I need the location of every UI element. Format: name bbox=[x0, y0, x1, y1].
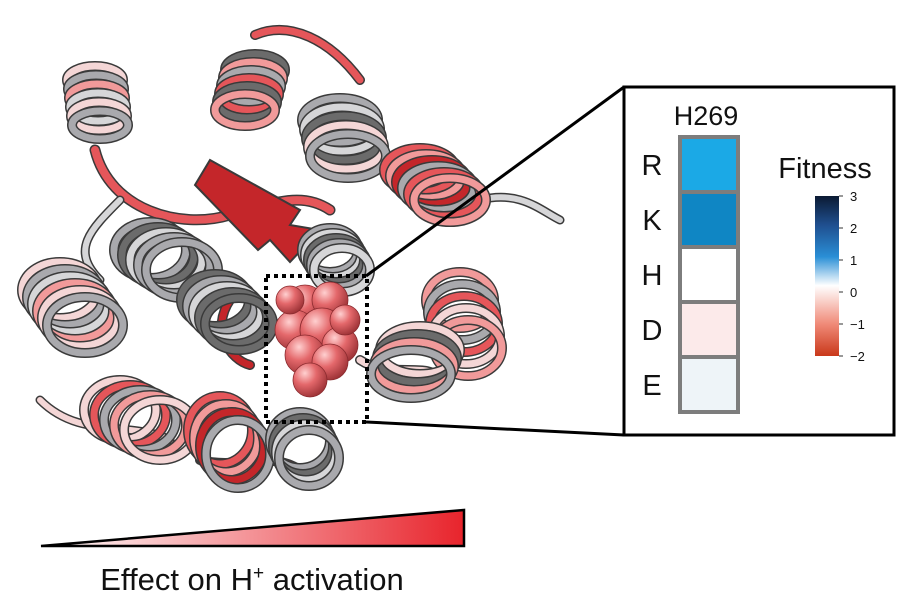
heatmap-cell-h bbox=[678, 245, 740, 304]
amino-acid-label-k: K bbox=[642, 205, 662, 237]
helix-turn bbox=[211, 90, 279, 130]
helix-bottom-left bbox=[79, 375, 201, 465]
colorbar-tick-label: −1 bbox=[850, 317, 865, 332]
colorbar-title: Fitness bbox=[778, 153, 871, 185]
effect-gradient-wedge bbox=[40, 508, 466, 548]
colorbar-tick-label: 3 bbox=[850, 189, 857, 204]
connector-line-top bbox=[365, 85, 625, 278]
helix-bottom-right bbox=[265, 407, 344, 491]
inset-panel bbox=[622, 85, 896, 437]
amino-acid-label-h: H bbox=[642, 260, 663, 292]
effect-label-superscript: + bbox=[253, 563, 264, 584]
helix-left bbox=[17, 257, 128, 358]
effect-label-suffix: activation bbox=[264, 562, 404, 597]
helix-turn bbox=[196, 408, 268, 484]
effect-label: Effect on H+ activation bbox=[100, 562, 403, 597]
helix-turn bbox=[367, 346, 455, 402]
atom-sphere bbox=[292, 362, 328, 398]
helix-center-left bbox=[109, 217, 223, 303]
beta-strand-arrow bbox=[193, 158, 323, 264]
amino-acid-label-e: E bbox=[642, 370, 661, 402]
heatmap-cell-r bbox=[678, 135, 740, 194]
helix-turn bbox=[190, 400, 262, 476]
helix-top-right bbox=[297, 93, 391, 183]
colorbar-tick-label: −2 bbox=[850, 349, 865, 364]
colorbar-tick-label: 2 bbox=[850, 221, 857, 236]
helix-turn bbox=[410, 174, 490, 226]
atom-sphere bbox=[329, 304, 361, 336]
loop-segment bbox=[477, 194, 563, 223]
amino-acid-label-d: D bbox=[642, 315, 663, 347]
effect-label-text: Effect on H bbox=[100, 562, 253, 597]
heatmap-cell-k bbox=[678, 190, 740, 249]
helix-top-left bbox=[62, 61, 133, 144]
protein-structure bbox=[17, 25, 565, 493]
helix-turn bbox=[275, 426, 343, 490]
colorbar-tick-label: 1 bbox=[850, 253, 857, 268]
helix-lower-right bbox=[366, 321, 465, 403]
colorbar bbox=[815, 196, 839, 356]
residue-label: H269 bbox=[674, 101, 739, 131]
helix-center-right bbox=[297, 223, 375, 297]
helix-turn bbox=[43, 293, 127, 357]
loop-segment bbox=[251, 26, 364, 84]
helix-center bbox=[176, 269, 278, 355]
helix-turn bbox=[201, 294, 277, 354]
colorbar-tick-label: 0 bbox=[850, 285, 857, 300]
helix-bottom-center bbox=[183, 391, 275, 493]
connector-line-bottom bbox=[365, 420, 625, 437]
amino-acid-label-r: R bbox=[642, 150, 663, 182]
residue-h269-spheres bbox=[274, 281, 361, 398]
helix-turn bbox=[68, 107, 132, 143]
colorbar-ticks: 3 2 1 0 −1 −2 bbox=[839, 189, 865, 364]
helix-right-upper bbox=[379, 143, 491, 227]
helix-top-center bbox=[210, 49, 290, 131]
heatmap-cell-d bbox=[678, 300, 740, 359]
heatmap-cell-e bbox=[678, 355, 740, 414]
helix-turn bbox=[184, 392, 256, 468]
zoom-box bbox=[264, 274, 369, 424]
atom-sphere bbox=[275, 285, 305, 315]
